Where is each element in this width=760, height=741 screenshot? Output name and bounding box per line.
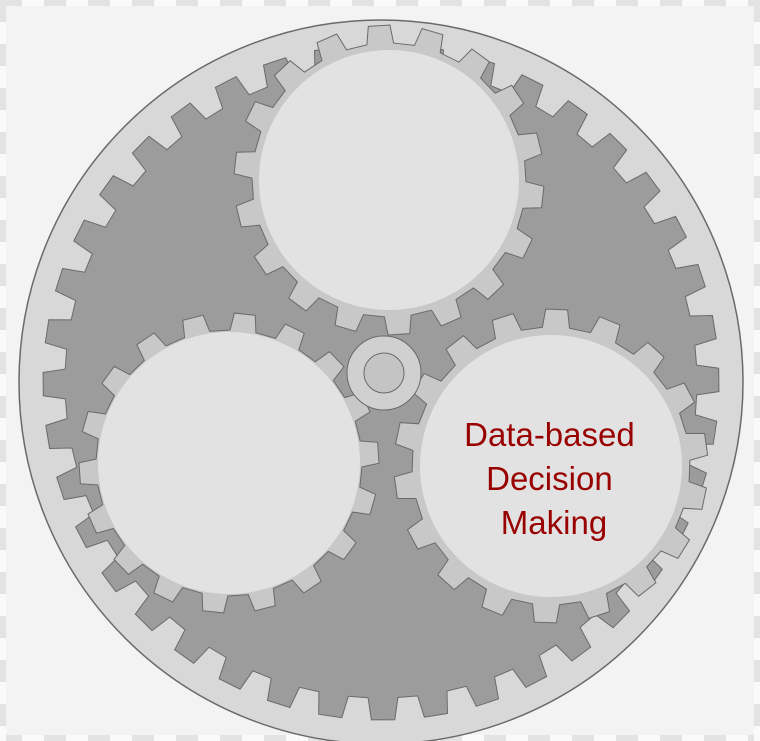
border-top xyxy=(0,0,760,6)
planet-disc-top xyxy=(259,50,519,310)
planet-disc-left xyxy=(98,332,360,594)
gear-label-line-2: Decision xyxy=(486,460,613,497)
gear-label-line-1: Data-based xyxy=(464,416,635,453)
sun-gear-inner xyxy=(363,352,405,394)
gear-label: Data-based Decision Making xyxy=(464,416,644,541)
planet-gears xyxy=(78,24,709,624)
border-right xyxy=(754,0,760,741)
border-left xyxy=(0,0,6,741)
gear-label-line-3: Making xyxy=(501,504,607,541)
planet-disc-right xyxy=(420,335,682,597)
